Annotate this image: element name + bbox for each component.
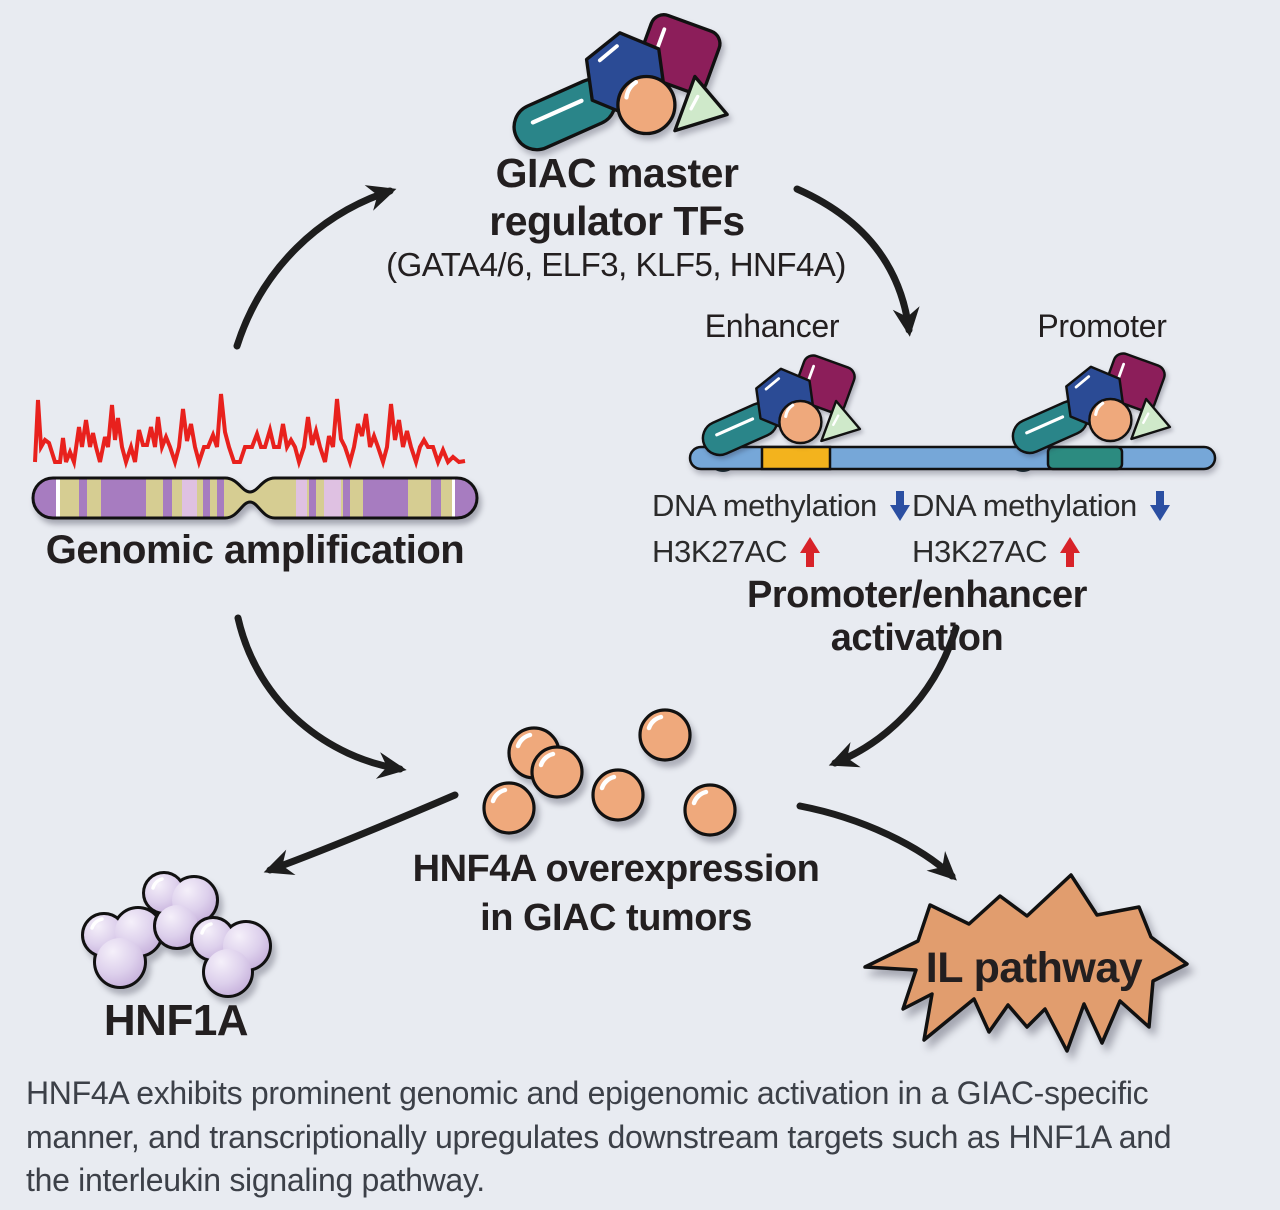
- h3k27ac-up-icon: [1060, 537, 1081, 567]
- arrow-overexpression-to-il: [796, 802, 957, 881]
- hnf4a-protein-cluster: [484, 710, 735, 835]
- promoter-segment: [1046, 445, 1124, 471]
- enhancer-label: Enhancer: [704, 308, 840, 344]
- h3k27ac-label: H3K27AC: [652, 534, 788, 569]
- promoter-label: Promoter: [1037, 308, 1167, 344]
- protein-blob: [81, 906, 164, 989]
- figure-caption: HNF4A exhibits prominent genomic and epi…: [26, 1075, 1172, 1199]
- il-pathway-label: IL pathway: [925, 944, 1143, 992]
- arrow-tfs-to-regulatory: [793, 185, 920, 337]
- h3k27ac-label: H3K27AC: [912, 534, 1048, 569]
- arrow-overexpression-to-hnf1a: [263, 791, 459, 876]
- flow-arrows: [233, 185, 960, 881]
- arrow-amplification-to-tfs: [233, 185, 397, 350]
- protein-blob: [142, 871, 219, 950]
- enhancer-segment: [760, 445, 832, 471]
- hnf4a-overexpression-label: HNF4A overexpression in GIAC tumors: [412, 848, 820, 940]
- hnf1a-protein-cluster: [81, 871, 272, 998]
- dna-strand: [688, 445, 1217, 472]
- methylation-down-icon: [1149, 491, 1170, 521]
- hnf1a-label: HNF1A: [103, 996, 249, 1045]
- promoter-stats: DNA methylation H3K27AC: [912, 483, 1170, 575]
- tf-complex-icon: [507, 11, 727, 157]
- enhancer-stats: DNA methylation H3K27AC: [652, 483, 910, 575]
- protein-blob: [190, 916, 272, 998]
- tf-complex-on-promoter-icon: [1005, 349, 1172, 460]
- giac-master-tfs-title: GIAC master regulator TFs: [489, 150, 745, 244]
- tf-complex-on-enhancer-icon: [695, 351, 862, 462]
- h3k27ac-up-icon: [800, 537, 821, 567]
- arrow-amplification-to-overexpression: [234, 614, 407, 779]
- genomic-amplification-label: Genomic amplification: [45, 528, 465, 572]
- dna-methylation-label: DNA methylation: [652, 488, 877, 523]
- dna-methylation-label: DNA methylation: [912, 488, 1137, 523]
- methylation-down-icon: [889, 491, 910, 521]
- cnv-signal-trace: [33, 393, 466, 470]
- il-pathway-starburst: [863, 873, 1189, 1053]
- chromosome-icon: [31, 476, 479, 520]
- arrow-activation-to-overexpression: [828, 624, 960, 768]
- activation-label: Promoter/enhancer activation: [747, 574, 1087, 659]
- giac-tf-list: (GATA4/6, ELF3, KLF5, HNF4A): [386, 246, 846, 283]
